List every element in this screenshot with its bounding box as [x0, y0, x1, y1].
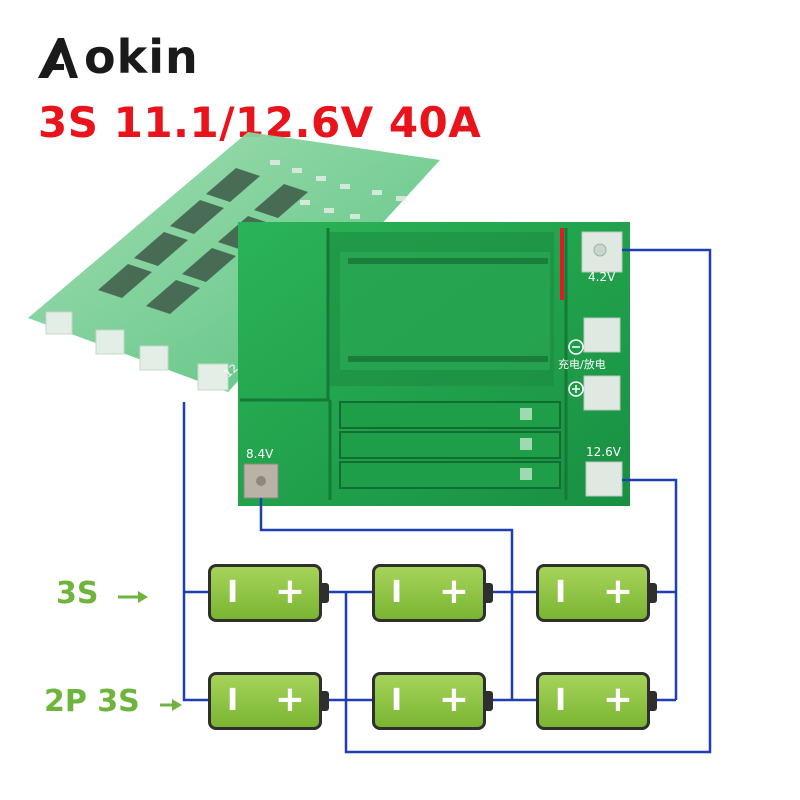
svg-text:8.4V: 8.4V	[246, 447, 274, 461]
battery-terminal	[485, 583, 493, 603]
cell-plus-symbol: +	[438, 571, 469, 612]
svg-text:充电/放电: 充电/放电	[558, 357, 606, 371]
cell-plus-symbol: +	[438, 679, 469, 720]
wires	[182, 248, 712, 754]
cell-plus-symbol: +	[274, 679, 305, 720]
pad-12v6: 12.6V	[585, 445, 623, 497]
cell-minus-symbol: I	[391, 683, 403, 718]
aokin-logo-icon	[38, 38, 78, 78]
battery-cell: I+	[208, 672, 329, 730]
battery-terminal	[485, 691, 493, 711]
battery-terminal	[649, 691, 657, 711]
cell-minus-symbol: I	[555, 683, 567, 718]
wire-4v2	[344, 248, 712, 754]
cell-plus-symbol: +	[602, 679, 633, 720]
battery-terminal	[649, 583, 657, 603]
front-board: 4.2V 充电/放电 12.6V 8.4V	[238, 222, 630, 506]
battery-cell: I+	[536, 564, 657, 622]
row-label-3s: 3S	[56, 576, 99, 611]
battery-cell: I+	[372, 564, 493, 622]
wire-8v4	[259, 498, 514, 700]
battery-terminal	[321, 691, 329, 711]
wire-12v6	[622, 478, 678, 700]
cell-minus-symbol: I	[555, 575, 567, 610]
svg-text:4.2V: 4.2V	[588, 270, 616, 284]
battery-cell: I+	[372, 672, 493, 730]
battery-cell: I+	[536, 672, 657, 730]
cell-plus-symbol: +	[274, 571, 305, 612]
pad-8v4: 8.4V	[243, 447, 279, 499]
cell-minus-symbol: I	[227, 683, 239, 718]
brand-name: okin	[84, 30, 199, 84]
svg-text:12.6V: 12.6V	[586, 445, 622, 459]
cell-plus-symbol: +	[602, 571, 633, 612]
cell-minus-symbol: I	[391, 575, 403, 610]
battery-terminal	[321, 583, 329, 603]
row-label-2p3s: 2P 3S	[44, 684, 140, 719]
cell-minus-symbol: I	[227, 575, 239, 610]
pad-charge-discharge: 充电/放电	[558, 317, 621, 411]
battery-cell: I+	[208, 564, 329, 622]
row-arrows	[118, 591, 182, 711]
wire-b-minus	[182, 402, 212, 702]
pad-4v2: 4.2V	[581, 231, 623, 284]
